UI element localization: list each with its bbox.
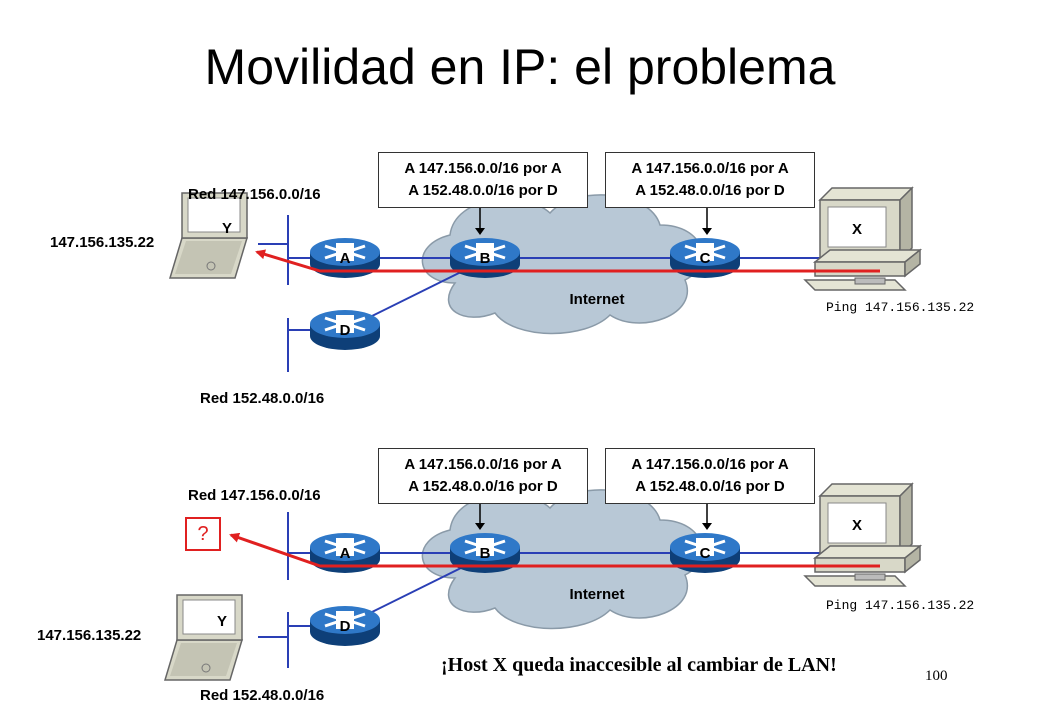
net-a-bottom-label: Red 147.156.0.0/16 bbox=[188, 487, 321, 504]
ping-path-top bbox=[255, 249, 880, 273]
links-bottom bbox=[258, 512, 825, 668]
net-d-bottom-label: Red 152.48.0.0/16 bbox=[200, 687, 325, 704]
pointer-c-top-head bbox=[702, 228, 712, 235]
routing-line-1: A 147.156.0.0/16 por A bbox=[631, 456, 789, 473]
routing-table-c-bottom: A 147.156.0.0/16 por A A 152.48.0.0/16 p… bbox=[605, 448, 815, 504]
routing-line-2: A 152.48.0.0/16 por D bbox=[635, 478, 785, 495]
router-c-top-label: C bbox=[700, 250, 711, 267]
router-c-bottom-label: C bbox=[700, 545, 711, 562]
ping-command-top: Ping 147.156.135.22 bbox=[826, 300, 975, 315]
scenario-bottom: A B C D Y X Internet bbox=[164, 483, 921, 681]
routing-table-c-top: A 147.156.0.0/16 por A A 152.48.0.0/16 p… bbox=[605, 152, 815, 208]
host-x-desktop-top bbox=[804, 187, 921, 291]
pointer-b-bottom-head bbox=[475, 523, 485, 530]
ping-command-bottom: Ping 147.156.135.22 bbox=[826, 598, 975, 613]
routing-table-b-top: A 147.156.0.0/16 por A A 152.48.0.0/16 p… bbox=[378, 152, 588, 208]
routing-line-2: A 152.48.0.0/16 por D bbox=[408, 182, 558, 199]
host-y-top-label: Y bbox=[222, 220, 232, 237]
host-x-bottom-label: X bbox=[852, 517, 862, 534]
router-a-bottom-label: A bbox=[340, 545, 351, 562]
net-d-top-label: Red 152.48.0.0/16 bbox=[200, 390, 325, 407]
host-y-ip-top: 147.156.135.22 bbox=[50, 234, 155, 251]
page-number: 100 bbox=[925, 668, 948, 684]
router-b-bottom-label: B bbox=[480, 545, 491, 562]
internet-bottom-label: Internet bbox=[569, 586, 624, 603]
host-y-laptop-top bbox=[169, 192, 248, 279]
router-d-bottom-label: D bbox=[340, 618, 351, 635]
pointer-b-top-head bbox=[475, 228, 485, 235]
host-y-ip-bottom: 147.156.135.22 bbox=[37, 627, 142, 644]
routing-table-b-bottom: A 147.156.0.0/16 por A A 152.48.0.0/16 p… bbox=[378, 448, 588, 504]
scenario-top: A B C D Y X Internet bbox=[169, 187, 921, 372]
router-d-top-label: D bbox=[340, 322, 351, 339]
routing-line-1: A 147.156.0.0/16 por A bbox=[631, 160, 789, 177]
host-x-desktop-bottom bbox=[804, 483, 921, 587]
routing-line-2: A 152.48.0.0/16 por D bbox=[635, 182, 785, 199]
router-b-top-label: B bbox=[480, 250, 491, 267]
page-title: Movilidad en IP: el problema bbox=[204, 39, 836, 95]
conclusion-text: ¡Host X queda inaccesible al cambiar de … bbox=[441, 654, 837, 676]
host-x-top-label: X bbox=[852, 221, 862, 238]
host-y-laptop-bottom bbox=[164, 594, 243, 681]
routing-line-1: A 147.156.0.0/16 por A bbox=[404, 456, 562, 473]
unknown-location-marker: ? bbox=[185, 517, 221, 551]
host-y-bottom-label: Y bbox=[217, 613, 227, 630]
routing-line-1: A 147.156.0.0/16 por A bbox=[404, 160, 562, 177]
pointer-c-bottom-head bbox=[702, 523, 712, 530]
net-a-top-label: Red 147.156.0.0/16 bbox=[188, 186, 321, 203]
routing-line-2: A 152.48.0.0/16 por D bbox=[408, 478, 558, 495]
links-top bbox=[258, 215, 825, 372]
ping-path-bottom bbox=[229, 532, 880, 568]
internet-top-label: Internet bbox=[569, 291, 624, 308]
router-a-top-label: A bbox=[340, 250, 351, 267]
